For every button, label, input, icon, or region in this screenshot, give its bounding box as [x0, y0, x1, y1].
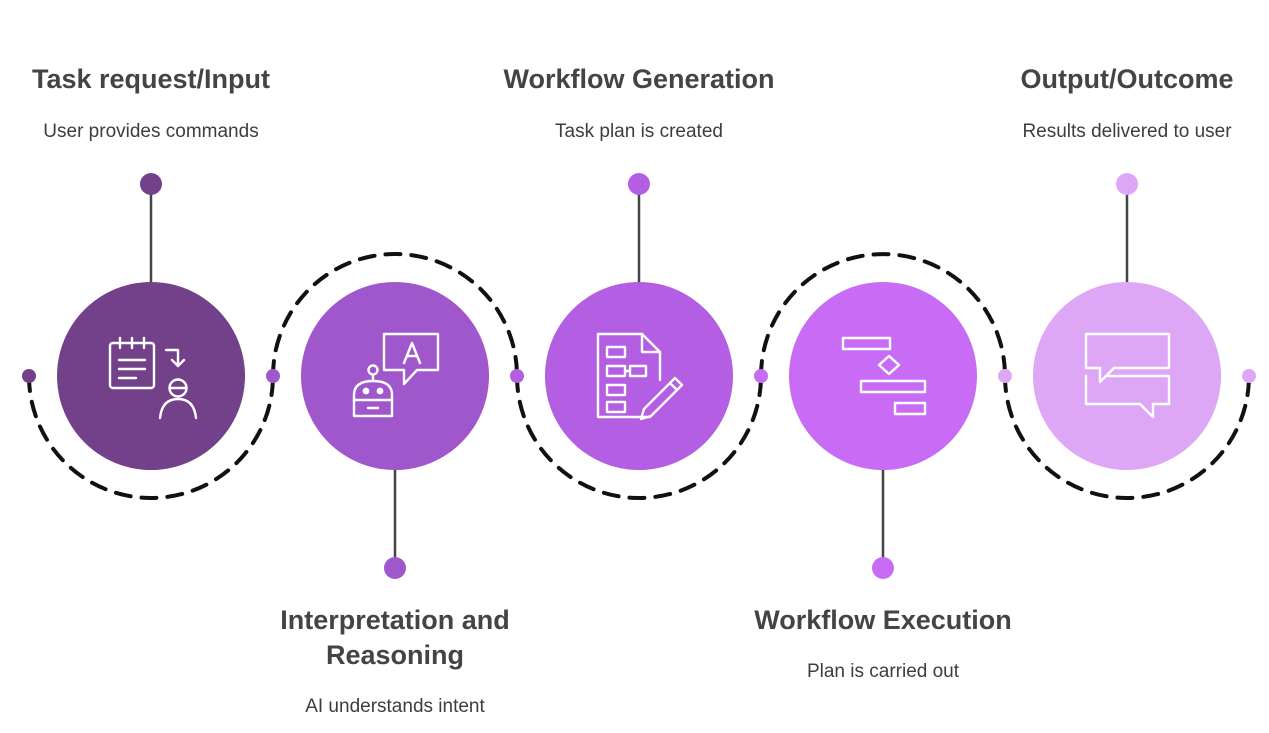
step-title-2: Interpretation and Reasoning	[280, 605, 510, 670]
step-title-1: Task request/Input	[31, 64, 271, 94]
step-title-4: Workflow Execution	[754, 605, 1012, 635]
document-plan-icon	[596, 332, 684, 421]
step-description-5: Results delivered to user	[1022, 121, 1232, 142]
step-description-2: AI understands intent	[305, 696, 485, 717]
gantt-flow-icon	[841, 336, 927, 416]
junction-dot-5	[1242, 369, 1256, 383]
stem-dot-2	[384, 557, 406, 579]
step-circle-1	[57, 282, 245, 470]
step-description-4: Plan is carried out	[806, 661, 960, 682]
junction-dot-0	[22, 369, 36, 383]
stem-dot-3	[628, 173, 650, 195]
task-request-icon	[108, 336, 198, 420]
chat-bubbles-icon	[1084, 332, 1171, 419]
stem-dot-1	[140, 173, 162, 195]
connector-stems	[149, 184, 1129, 568]
junction-dot-3	[754, 369, 768, 383]
step-title-5: Output/Outcome	[1020, 64, 1234, 94]
junction-dot-4	[998, 369, 1012, 383]
step-circle-4	[789, 282, 977, 470]
stem-dot-5	[1116, 173, 1138, 195]
ai-robot-chat-icon	[352, 332, 440, 418]
step-description-3: Task plan is created	[555, 121, 723, 142]
dashed-wave-path	[27, 252, 1251, 500]
stem-dot-4	[872, 557, 894, 579]
step-circle-2	[301, 282, 489, 470]
junction-dot-2	[510, 369, 524, 383]
junction-dot-1	[266, 369, 280, 383]
step-title-3: Workflow Generation	[503, 64, 775, 94]
step-description-1: User provides commands	[43, 121, 259, 142]
